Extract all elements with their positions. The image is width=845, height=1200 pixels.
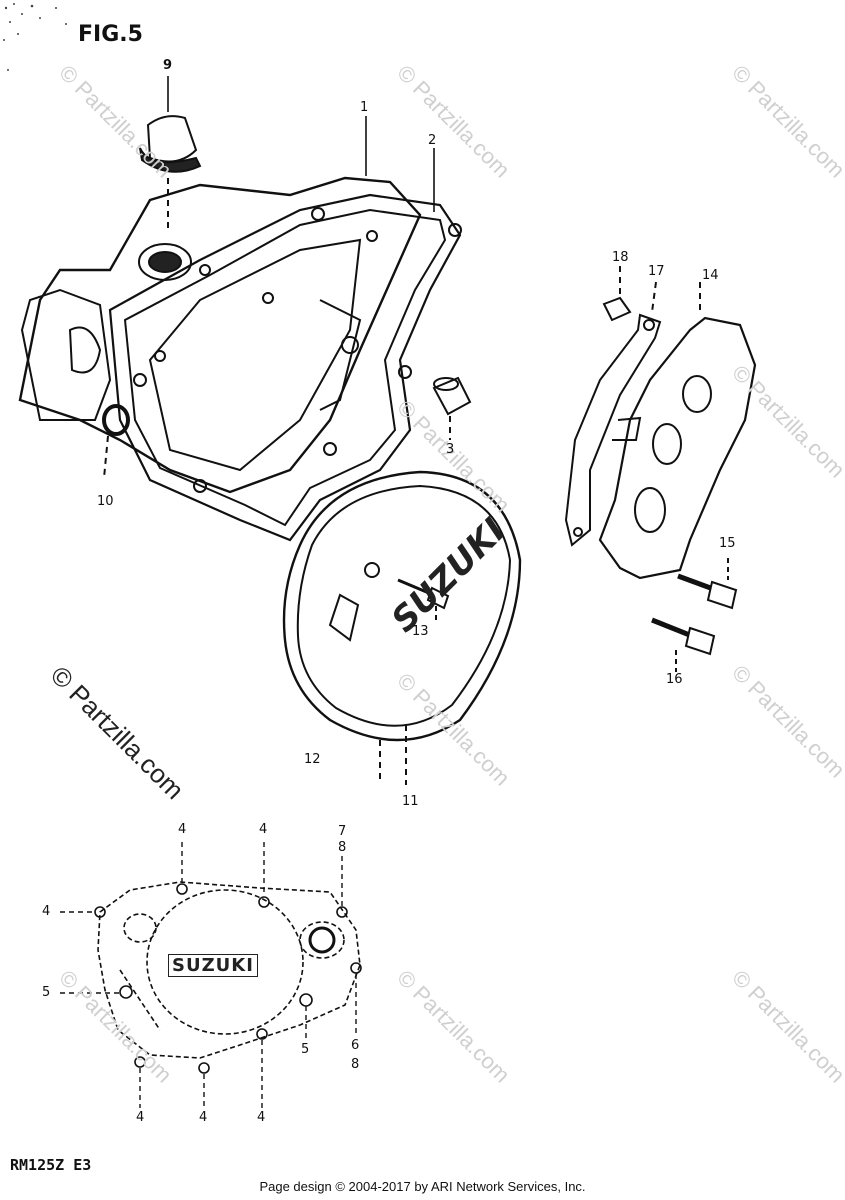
callout-7[interactable]: 7 <box>338 824 347 839</box>
leader-lines <box>167 76 435 212</box>
callout-5[interactable]: 5 <box>42 985 51 1000</box>
lower-leader-lines <box>60 842 357 1108</box>
model-code: RM125Z E3 <box>10 1156 92 1174</box>
clutch-cover-logo: SUZUKI <box>168 954 258 977</box>
bolt-16-part <box>651 617 716 672</box>
callout-8[interactable]: 8 <box>351 1057 360 1072</box>
callout-4[interactable]: 4 <box>259 822 268 837</box>
callout-15[interactable]: 15 <box>719 536 736 551</box>
crankcase-cover-part <box>18 176 422 494</box>
cover-gasket-part <box>108 193 462 542</box>
callout-4[interactable]: 4 <box>136 1110 145 1125</box>
callout-8[interactable]: 8 <box>338 840 347 855</box>
o-ring-part <box>102 404 130 479</box>
callout-9[interactable]: 9 <box>163 58 173 73</box>
clamp-part <box>564 281 662 547</box>
callout-6[interactable]: 6 <box>351 1038 360 1053</box>
callout-17[interactable]: 17 <box>648 264 665 279</box>
callout-4[interactable]: 4 <box>42 904 51 919</box>
callout-10[interactable]: 10 <box>97 494 114 509</box>
callout-1[interactable]: 1 <box>360 100 369 115</box>
callout-4[interactable]: 4 <box>178 822 187 837</box>
callout-2[interactable]: 2 <box>428 133 437 148</box>
callout-11[interactable]: 11 <box>402 794 419 809</box>
bolt-15-part <box>677 558 738 610</box>
copyright-footer: Page design © 2004-2017 by ARI Network S… <box>259 1179 586 1194</box>
cover-screw-part <box>397 578 450 622</box>
cover-plate-part <box>598 282 757 580</box>
oil-filler-cap-part <box>139 115 202 232</box>
scan-noise <box>3 3 67 71</box>
callout-12[interactable]: 12 <box>304 752 321 767</box>
callout-18[interactable]: 18 <box>612 250 629 265</box>
figure-title: FIG.5 <box>78 22 143 47</box>
dowel-pin-part <box>432 376 472 440</box>
callout-4[interactable]: 4 <box>199 1110 208 1125</box>
collar-part <box>602 266 632 322</box>
magneto-cover-part <box>282 470 522 785</box>
callout-3[interactable]: 3 <box>446 442 455 457</box>
callout-13[interactable]: 13 <box>412 624 429 639</box>
callout-14[interactable]: 14 <box>702 268 719 283</box>
callout-5[interactable]: 5 <box>301 1042 310 1057</box>
callout-4[interactable]: 4 <box>257 1110 266 1125</box>
clutch-cover-part <box>97 881 361 1059</box>
callout-16[interactable]: 16 <box>666 672 683 687</box>
